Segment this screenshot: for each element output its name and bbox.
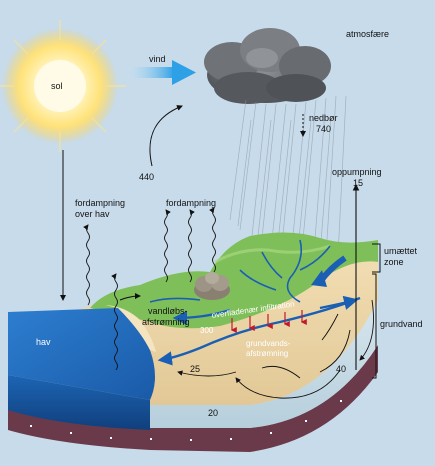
wind-label: vind [149, 54, 166, 64]
flow-value-40: 40 [336, 364, 346, 374]
sea-front [8, 375, 150, 430]
unsaturated-zone-bracket [372, 243, 381, 273]
deep-flow-lines [177, 299, 374, 399]
land-surface [90, 232, 378, 329]
sun-icon [0, 20, 126, 152]
sun-label: sol [51, 81, 63, 91]
cloud-icon [204, 28, 331, 104]
river-network [149, 239, 331, 303]
evaporation-sea-label-line1: fordampning [75, 198, 125, 208]
flow-value-20: 20 [208, 408, 218, 418]
groundwater-flow-arrows [157, 295, 361, 366]
groundwater-runoff-label-line2: afstrømning [246, 349, 288, 358]
infiltration-arrows [230, 310, 307, 333]
surface-runoff-label-line1: vandløbs- [148, 306, 188, 316]
precipitation-label: nedbør [309, 113, 338, 123]
groundwater-label: grundvand [380, 319, 423, 329]
unsaturated-zone-label-line1: umættet [384, 246, 418, 256]
pumping-value: 15 [353, 178, 363, 188]
evaporation-sea-label-line2: over hav [75, 209, 110, 219]
atmospheric-transport-value: 440 [139, 172, 154, 182]
infiltration-value: 300 [200, 326, 214, 335]
beach [105, 305, 156, 352]
sea-label: hav [36, 337, 51, 347]
evaporation-squiggles [83, 207, 216, 371]
bedrock-markers [30, 400, 342, 441]
deep-aquifer-layer [8, 300, 378, 428]
unsaturated-zone-label-line2: zone [384, 257, 404, 267]
groundwater-bracket [372, 273, 377, 379]
groundwater-runoff-label-line1: grundvands- [246, 339, 291, 348]
pumping-label: oppumpning [332, 167, 382, 177]
precipitation-value: 740 [316, 124, 331, 134]
evaporation-land-label: fordampning [166, 198, 216, 208]
surface-runoff-label-line2: afstrømning [142, 317, 190, 327]
atmosphere-label: atmosfære [346, 29, 389, 39]
sea-surface [8, 308, 155, 400]
rain-streaks [229, 95, 347, 257]
flow-value-25: 25 [190, 364, 200, 374]
tree-icon [194, 272, 230, 300]
wind-arrow-icon [128, 60, 196, 85]
atmospheric-transport-arrow [149, 105, 183, 167]
